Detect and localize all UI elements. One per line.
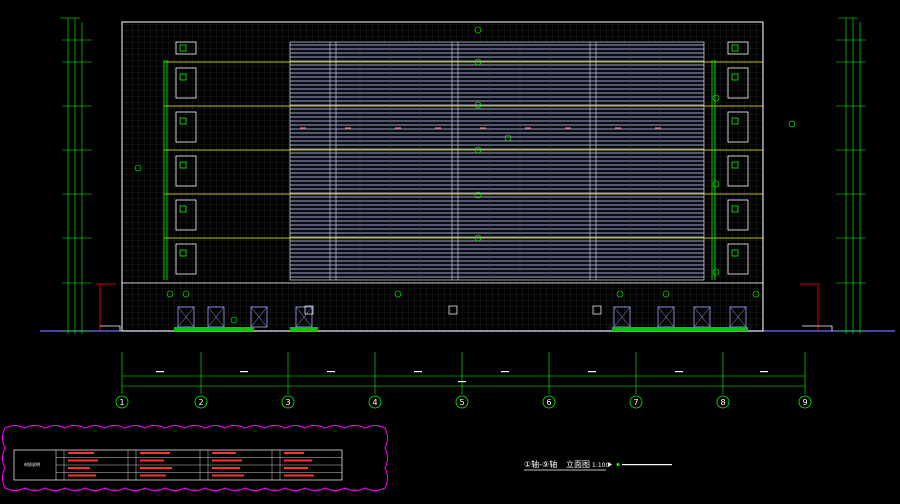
grid-bubble-7: 7	[629, 395, 643, 409]
curtain-wall	[289, 41, 705, 281]
grid-bubble-8: 8	[716, 395, 730, 409]
drawing-title: ①轴-⑨轴 立面图 1:100	[524, 459, 672, 471]
floor-bands	[164, 61, 763, 239]
legend-label: 材质说明	[24, 461, 40, 467]
left-level-dimensions	[60, 17, 92, 334]
svg-text:5: 5	[459, 398, 464, 407]
svg-text:2: 2	[198, 398, 203, 407]
grid-bubble-4: 4	[368, 395, 382, 409]
grid-bubble-2: 2	[194, 395, 208, 409]
grid-bubble-6: 6	[542, 395, 556, 409]
right-level-dimensions	[836, 17, 866, 334]
svg-text:6: 6	[546, 398, 551, 407]
material-legend: 材质说明	[2, 425, 388, 491]
svg-text:9: 9	[802, 398, 807, 407]
right-window-stack	[727, 41, 749, 275]
axis-dimension-lines	[121, 352, 806, 394]
svg-text:3: 3	[285, 398, 290, 407]
revision-cloud	[2, 425, 388, 491]
grid-bubble-9: 9	[798, 395, 812, 409]
callout-markers	[134, 26, 796, 324]
building-facade	[121, 21, 764, 332]
title-scale: 1:100	[592, 462, 609, 469]
title-axis-range: ①轴-⑨轴	[524, 459, 557, 469]
title-main: 立面图	[566, 459, 590, 469]
svg-text:8: 8	[720, 398, 725, 407]
grid-bubble-1: 1	[115, 395, 129, 409]
svg-text:4: 4	[372, 398, 377, 407]
grid-bubble-3: 3	[281, 395, 295, 409]
left-window-stack	[175, 41, 197, 275]
svg-text:1: 1	[119, 398, 124, 407]
grid-bubble-5: 5	[455, 395, 469, 409]
grid-axis-bubbles: 1 2 3 4 5 6 7 8 9	[115, 395, 812, 409]
svg-text:7: 7	[633, 398, 638, 407]
